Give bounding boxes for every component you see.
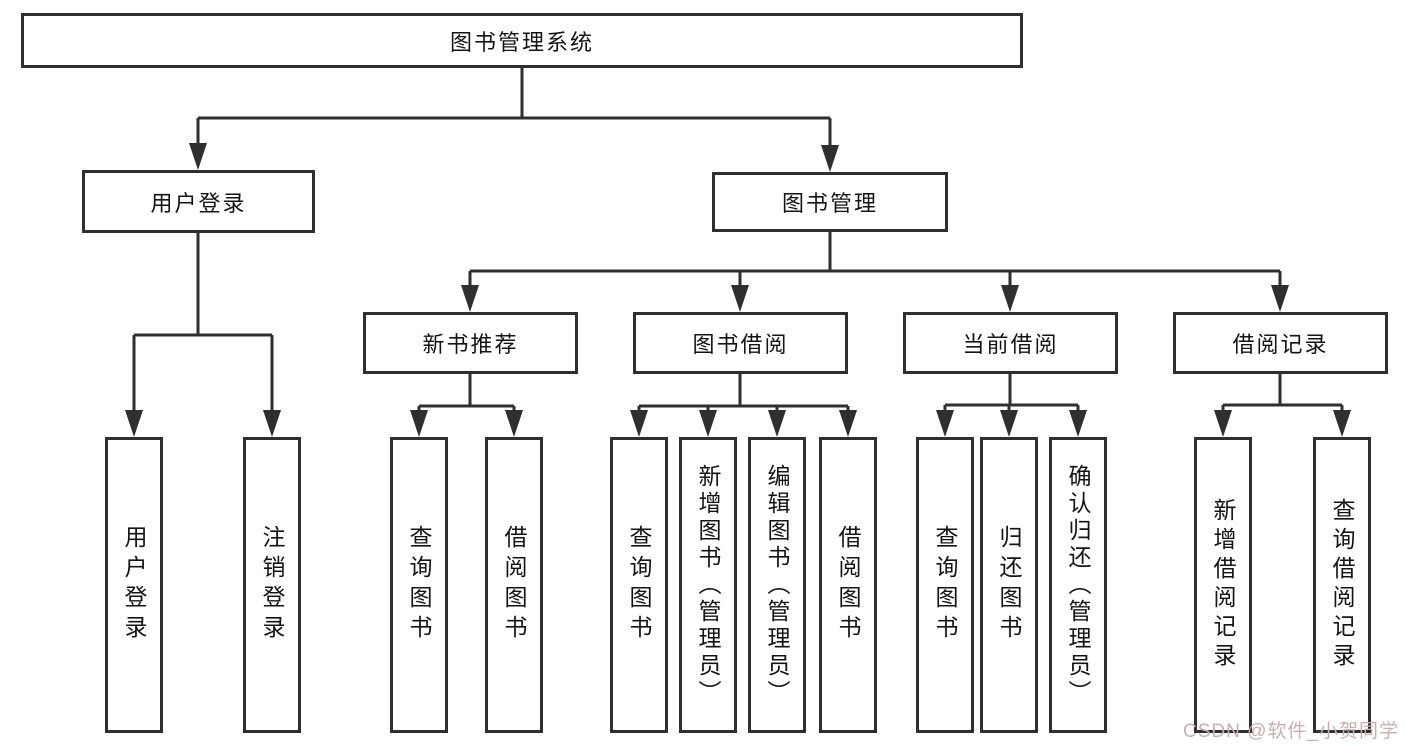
leaf-bb-query-books: 查询图书	[610, 437, 668, 733]
leaf-nbr-borrow-books: 借阅图书	[485, 437, 543, 733]
node-user-login: 用户登录	[82, 170, 315, 233]
node-book-management: 图书管理	[712, 172, 948, 232]
leaf-nbr-query-books: 查询图书	[390, 437, 448, 733]
node-borrow-records: 借阅记录	[1173, 312, 1388, 374]
leaf-br-query-record: 查询借阅记录	[1313, 437, 1371, 733]
leaf-bb-add-books-admin: 新增图书（管理员）	[679, 437, 737, 733]
leaf-user-login: 用户登录	[105, 437, 163, 733]
leaf-bb-edit-books-admin: 编辑图书（管理员）	[748, 437, 806, 733]
leaf-cb-return-books: 归还图书	[980, 437, 1038, 733]
node-new-book-recommend: 新书推荐	[363, 312, 578, 374]
leaf-bb-borrow-books: 借阅图书	[819, 437, 877, 733]
leaf-cb-confirm-return-admin: 确认归还（管理员）	[1049, 437, 1107, 733]
leaf-cb-query-books: 查询图书	[916, 437, 974, 733]
leaf-logout: 注销登录	[243, 437, 301, 733]
node-root-library-system: 图书管理系统	[21, 13, 1023, 68]
node-book-borrow: 图书借阅	[633, 312, 848, 374]
watermark: CSDN @软件_小贺同学	[1183, 721, 1399, 742]
leaf-br-add-record: 新增借阅记录	[1194, 437, 1252, 733]
node-current-borrow: 当前借阅	[903, 312, 1118, 374]
